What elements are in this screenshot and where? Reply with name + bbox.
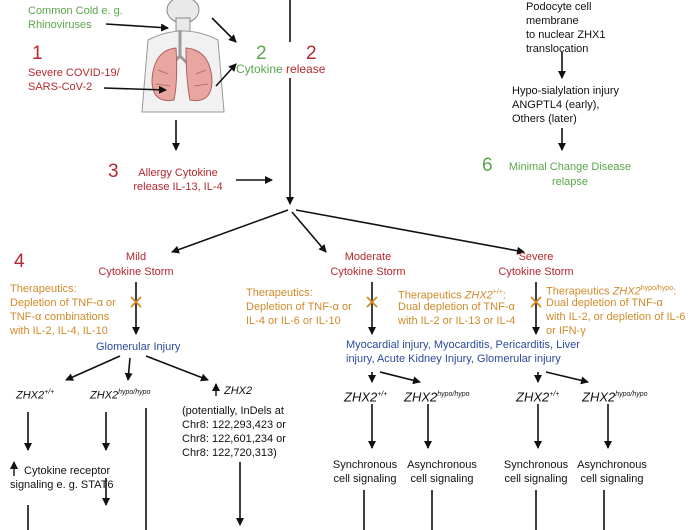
severe-therapeutics-label: Therapeutics bbox=[546, 285, 610, 298]
shared-injury-line1: Myocardial injury, Myocarditis, Pericard… bbox=[346, 339, 580, 351]
severe-sync-line1: Synchronous bbox=[503, 459, 569, 471]
cytokine-receptor-line2: signaling e. g. STAT6 bbox=[10, 479, 114, 491]
moderate-zhx2-therapeutics-line2: Dual depletion of TNF-α bbox=[398, 301, 515, 313]
mild-zhx2-hypo-sup: hypo/hypo bbox=[118, 389, 151, 396]
moderate-title-line1: Moderate bbox=[344, 251, 392, 263]
moderate-zhx2-wildtype-gene: ZHX2 bbox=[344, 389, 378, 405]
severe-title-line1: Severe bbox=[518, 251, 554, 263]
moderate-zhx2-wildtype: ZHX2+/+ bbox=[344, 388, 387, 404]
moderate-sync-line2: cell signaling bbox=[333, 473, 397, 485]
moderate-zhx2-therapeutics-label: Therapeutics bbox=[398, 289, 462, 302]
severe-therapeutics-line4: or IFN-γ bbox=[546, 325, 586, 337]
label-number-2-green: 2 bbox=[256, 43, 267, 64]
moderate-zhx2-therapeutics-sup: +/+ bbox=[492, 289, 503, 296]
severe-therapeutics-line2: Dual depletion of TNF-α bbox=[546, 297, 663, 309]
severe-async-line2: cell signaling bbox=[580, 473, 644, 485]
label-number-4: 4 bbox=[14, 251, 25, 272]
severe-therapeutics-sup: hypo/hypo bbox=[640, 285, 674, 292]
mild-zhx2-up: ZHX2 bbox=[224, 385, 253, 397]
severe-zhx2-wildtype: ZHX2+/+ bbox=[516, 388, 559, 404]
allergy-text-line1: Allergy Cytokine bbox=[138, 167, 218, 179]
severe-zhx2-wildtype-sup: +/+ bbox=[549, 391, 560, 398]
label-number-2-red: 2 bbox=[306, 43, 317, 64]
podocyte-line3: to nuclear ZHX1 bbox=[526, 29, 606, 41]
moderate-therapeutics-line2: Depletion of TNF-α or bbox=[246, 301, 352, 313]
allergy-text-line2: release IL-13, IL-4 bbox=[133, 181, 223, 193]
moderate-zhx2-therapeutics-line1: Therapeutics ZHX2+/+: bbox=[398, 289, 506, 302]
cytokine-word: Cytokine bbox=[236, 62, 283, 76]
moderate-title-line2: Cytokine Storm bbox=[330, 266, 406, 278]
cytokine-receptor-line1: Cytokine receptor bbox=[24, 465, 111, 477]
severe-therapeutics-gene: ZHX2 bbox=[612, 285, 641, 298]
indel-line2: Chr8: 122,293,423 or bbox=[182, 419, 286, 431]
release-word: release bbox=[286, 62, 326, 76]
mcd-line1: Minimal Change Disease bbox=[508, 161, 632, 173]
mild-therapeutics-line2: Depletion of TNF-α or bbox=[10, 297, 116, 309]
severe-zhx2-hypo: ZHX2hypo/hypo bbox=[582, 388, 648, 404]
hyposialylation-line1: Hypo-sialylation injury bbox=[512, 85, 619, 97]
mcd-line2: relapse bbox=[551, 176, 589, 188]
covid-text-line2: SARS-CoV-2 bbox=[28, 81, 93, 93]
moderate-therapeutics-line3: IL-4 or IL-6 or IL-10 bbox=[246, 315, 341, 327]
mild-therapeutics-line3: TNF-α combinations bbox=[10, 311, 110, 323]
podocyte-line2: membrane bbox=[526, 15, 579, 27]
severe-zhx2-hypo-gene: ZHX2 bbox=[582, 389, 616, 405]
shared-injury-line2: injury, Acute Kidney Injury, Glomerular … bbox=[346, 353, 561, 365]
podocyte-line4: translocation bbox=[526, 43, 589, 55]
label-number-6: 6 bbox=[482, 155, 493, 176]
severe-zhx2-hypo-sup: hypo/hypo bbox=[615, 391, 648, 398]
podocyte-line1: Podocyte cell bbox=[526, 1, 592, 13]
moderate-async-line1: Asynchronous bbox=[407, 459, 477, 471]
mild-zhx2-wildtype-gene: ZHX2 bbox=[16, 389, 45, 402]
hyposialylation-line3: Others (later) bbox=[512, 113, 577, 125]
covid-text-line1: Severe COVID-19/ bbox=[28, 67, 120, 79]
severe-therapeutics-line3: with IL-2, or depletion of IL-6 bbox=[546, 311, 686, 323]
severe-title-line2: Cytokine Storm bbox=[498, 266, 574, 278]
mild-title-line2: Cytokine Storm bbox=[98, 266, 174, 278]
common-cold-text: Common Cold e. g. bbox=[28, 5, 123, 17]
mild-glomerular-injury: Glomerular Injury bbox=[96, 341, 181, 353]
moderate-zhx2-wildtype-sup: +/+ bbox=[377, 391, 388, 398]
mild-zhx2-wildtype: ZHX2+/+ bbox=[16, 386, 54, 403]
mild-therapeutics-line4: with IL-2, IL-4, IL-10 bbox=[10, 325, 108, 337]
mild-zhx2-hypo-gene: ZHX2 bbox=[90, 389, 119, 402]
severe-async-line1: Asynchronous bbox=[577, 459, 647, 471]
severe-zhx2-wildtype-gene: ZHX2 bbox=[516, 389, 550, 405]
severe-therapeutics-line1: Therapeutics ZHX2hypo/hypo: bbox=[546, 285, 677, 298]
moderate-async-line2: cell signaling bbox=[410, 473, 474, 485]
moderate-sync-line1: Synchronous bbox=[332, 459, 398, 471]
indel-line1: (potentially, InDels at bbox=[182, 405, 284, 417]
moderate-zhx2-therapeutics-line3: with IL-2 or IL-13 or IL-4 bbox=[398, 315, 516, 327]
moderate-zhx2-hypo-sup: hypo/hypo bbox=[437, 391, 470, 398]
mild-therapeutics-line1: Therapeutics: bbox=[10, 283, 77, 295]
indel-line4: Chr8: 122,720,313) bbox=[182, 447, 277, 459]
moderate-therapeutics-line1: Therapeutics: bbox=[246, 287, 313, 299]
hyposialylation-line2: ANGPTL4 (early), bbox=[512, 99, 600, 111]
moderate-zhx2-hypo-gene: ZHX2 bbox=[404, 389, 438, 405]
mild-zhx2-hypo: ZHX2hypo/hypo bbox=[90, 386, 150, 403]
indel-line3: Chr8: 122,601,234 or bbox=[182, 433, 286, 445]
mild-title-line1: Mild bbox=[125, 251, 147, 263]
cytokine-release-text: Cytokine release bbox=[236, 62, 325, 76]
severe-sync-line2: cell signaling bbox=[504, 473, 568, 485]
mild-zhx2-wildtype-sup: +/+ bbox=[44, 389, 55, 396]
label-number-1: 1 bbox=[32, 43, 43, 64]
label-number-3: 3 bbox=[108, 161, 119, 182]
moderate-zhx2-hypo: ZHX2hypo/hypo bbox=[404, 388, 470, 404]
moderate-zhx2-therapeutics-gene: ZHX2 bbox=[464, 289, 493, 302]
rhinoviruses-text: Rhinoviruses bbox=[28, 19, 92, 31]
